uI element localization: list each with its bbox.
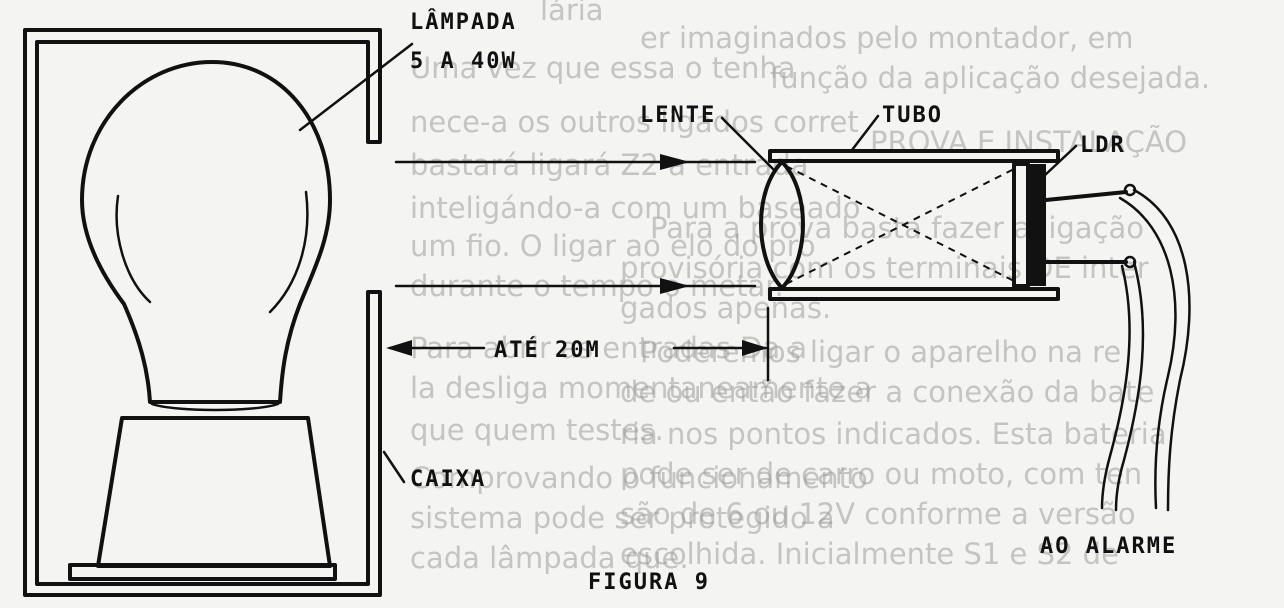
bg-line: inteligándo-a com um baseado bbox=[410, 191, 861, 225]
leader-tubo bbox=[850, 114, 880, 152]
bg-line: que quem testes. bbox=[410, 413, 664, 447]
bg-line: provisória com os terminais DE inter bbox=[620, 251, 1149, 285]
bg-line: ria nos pontos indicados. Esta bateria bbox=[620, 417, 1167, 451]
bg-line: gados apenas. bbox=[620, 291, 831, 325]
bg-line: cada lâmpada que. bbox=[410, 541, 689, 575]
arrow-right-icon bbox=[742, 340, 768, 356]
label-distancia: ATÉ 20M bbox=[494, 337, 601, 363]
bg-line: Poderemos ligar o aparelho na re bbox=[640, 335, 1121, 369]
distance-dimension: ATÉ 20M bbox=[386, 306, 770, 382]
label-caixa: CAIXA bbox=[410, 467, 486, 492]
ray-line bbox=[785, 165, 1017, 283]
background-text: lária er imaginados pelo montador, em fu… bbox=[410, 0, 1210, 575]
bg-line: sistema pode ser protegido a bbox=[410, 501, 835, 535]
label-alarme: AO ALARME bbox=[1040, 534, 1177, 559]
arrow-icon bbox=[660, 154, 690, 170]
bg-line: pode ser de carro ou moto, com ten bbox=[620, 457, 1142, 491]
lens bbox=[759, 160, 805, 290]
bg-line: Uma vez que essa o tenha bbox=[410, 51, 796, 85]
leader-lente bbox=[720, 116, 776, 172]
light-beam-arrows bbox=[394, 154, 757, 294]
lamp-bulb bbox=[80, 60, 332, 412]
lamp-socket bbox=[68, 416, 337, 581]
label-tubo: TUBO bbox=[882, 103, 943, 128]
bg-line: de ou então fazer a conexão da bate bbox=[620, 375, 1154, 409]
figure-caption: FIGURA 9 bbox=[588, 570, 710, 595]
ray-line bbox=[785, 167, 1017, 285]
label-lente: LENTE bbox=[640, 103, 716, 128]
bg-line: er imaginados pelo montador, em bbox=[640, 21, 1134, 55]
ldr-sensor bbox=[1028, 164, 1046, 286]
alarm-wires bbox=[1044, 183, 1191, 512]
bg-line: PROVA E INSTALAÇÃO bbox=[870, 125, 1187, 159]
bg-line: um fio. O ligar ao elo do pro bbox=[410, 229, 816, 263]
bg-line: nece-a os outros ligados corret bbox=[410, 105, 859, 139]
bg-line: função da aplicação desejada. bbox=[770, 61, 1210, 95]
bg-line: lária bbox=[540, 0, 604, 27]
label-potencia: 5 A 40W bbox=[410, 49, 517, 74]
leader-ldr bbox=[1042, 144, 1078, 178]
bg-line: são de 6 ou 12V conforme a versão bbox=[620, 497, 1136, 531]
label-lampada: LÂMPADA bbox=[410, 9, 517, 35]
bg-line: Comprovando o funcionamento bbox=[410, 461, 868, 495]
bg-line: bastará ligará Z2 a entrada bbox=[410, 148, 809, 182]
bg-line: la desliga momentaneamente a bbox=[410, 371, 872, 405]
box-caixa bbox=[23, 28, 382, 597]
leader-lampada bbox=[298, 42, 414, 132]
arrow-icon bbox=[660, 278, 690, 294]
label-ldr: LDR bbox=[1080, 133, 1126, 158]
leader-caixa bbox=[382, 450, 406, 484]
bg-line: escolhida. Inicialmente S1 e S2 de bbox=[620, 537, 1119, 571]
tube bbox=[759, 149, 1060, 301]
arrow-left-icon bbox=[386, 340, 412, 356]
bg-line: Para a prova basta fazer a ligação bbox=[650, 211, 1144, 245]
